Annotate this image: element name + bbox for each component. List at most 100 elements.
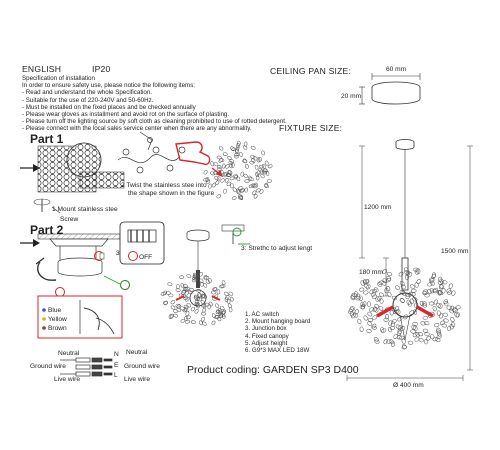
decorative-loop [397,317,403,322]
part1-step1: 1 Mount stainless stee [52,206,118,213]
decorative-loop [265,170,270,176]
decorative-loop [255,188,261,193]
decorative-loop [411,324,416,330]
decorative-loop [443,318,449,323]
decorative-loop [216,194,222,199]
decorative-loop [424,338,429,345]
decorative-loop [259,164,265,169]
specification-block: Specification of installation In order t… [22,75,287,133]
decorative-loop [250,183,256,188]
decorative-loop [212,182,217,188]
decorative-loop [388,320,393,326]
decorative-loop [448,283,453,289]
neutral-label: Neutral [58,350,80,357]
decorative-loop [400,326,405,332]
decorative-loop [203,283,208,288]
decorative-loop [374,303,379,309]
decorative-loop [399,335,405,340]
ceiling-pan-size-label: CEILING PAN SIZE: [270,66,352,76]
decorative-loop [405,271,411,277]
decorative-loop [412,332,418,338]
decorative-loop [227,156,232,160]
decorative-loop [389,325,396,330]
decorative-loop [203,177,209,182]
decorative-loop [433,299,439,305]
decorative-loop [186,274,192,279]
decorative-loop [373,287,379,293]
decorative-loop [384,314,389,320]
decorative-loop [255,175,260,181]
decorative-loop [202,321,207,326]
decorative-loop [176,284,180,290]
decorative-loop [438,303,443,309]
decorative-loop [451,290,456,296]
decorative-loop [212,287,218,291]
component-item: 5. Adjust height [245,339,288,347]
decorative-loop [409,298,414,304]
decorative-loop [387,291,392,298]
decorative-loop [240,188,245,193]
decorative-loop [404,274,409,280]
decorative-loop [358,295,363,301]
decorative-loop [391,319,397,324]
terminal-n: N [114,351,119,358]
decorative-loop [214,175,219,181]
decorative-loop [354,291,359,297]
decorative-loop [168,293,174,298]
decorative-loop [416,279,421,284]
decorative-loop [266,179,272,183]
decorative-loop [220,178,225,183]
decorative-loop [234,152,240,157]
decorative-loop [253,193,258,199]
decorative-loop [210,161,215,167]
decorative-loop [422,301,427,306]
decorative-loop [381,328,387,333]
decorative-loop [421,303,428,308]
decorative-loop [377,295,382,302]
decorative-loop [200,281,204,287]
decorative-loop [259,169,264,175]
decorative-loop [194,299,199,305]
decorative-loop [387,326,393,333]
decorative-loop [452,308,458,313]
decorative-loop [264,183,269,189]
decorative-loop [443,299,448,305]
decorative-loop [185,311,190,316]
decorative-loop [231,196,237,201]
decorative-loop [403,314,408,320]
decorative-loop [391,341,395,347]
decorative-loop [374,339,380,344]
decorative-loop [180,318,186,323]
decorative-loop [238,186,243,191]
component-item: 6. G9*3 MAX LED 18W [245,347,310,355]
decorative-loop [187,290,193,295]
spec-item: - Read and understand the whole Specific… [22,89,153,97]
decorative-loop [211,313,216,318]
decorative-loop [207,304,212,310]
step3-pointer-icon [103,275,130,290]
decorative-loop [372,306,377,312]
decorative-loop [230,183,234,189]
decorative-loop [240,171,245,177]
decorative-loop [412,309,418,315]
decorative-loop [383,317,389,322]
decorative-loop [201,311,206,316]
decorative-loop [432,336,438,342]
decorative-loop [226,173,232,177]
decorative-loop [434,323,440,328]
decorative-loop [252,190,257,196]
ground-wire-label-2: Ground wire [124,363,160,370]
decorative-loop [351,293,356,300]
decorative-loop [362,279,367,285]
decorative-loop [397,325,403,331]
decorative-loop [426,336,431,341]
wire-twist-drawing [117,131,186,174]
decorative-loop [217,316,222,322]
decorative-loop [238,195,243,200]
decorative-loop [359,287,365,292]
ceiling-plate-drawing [35,233,121,281]
decorative-loop [242,158,247,164]
decorative-loop [165,291,171,295]
spec-item: - Must be installed on the fixed places … [22,103,196,111]
